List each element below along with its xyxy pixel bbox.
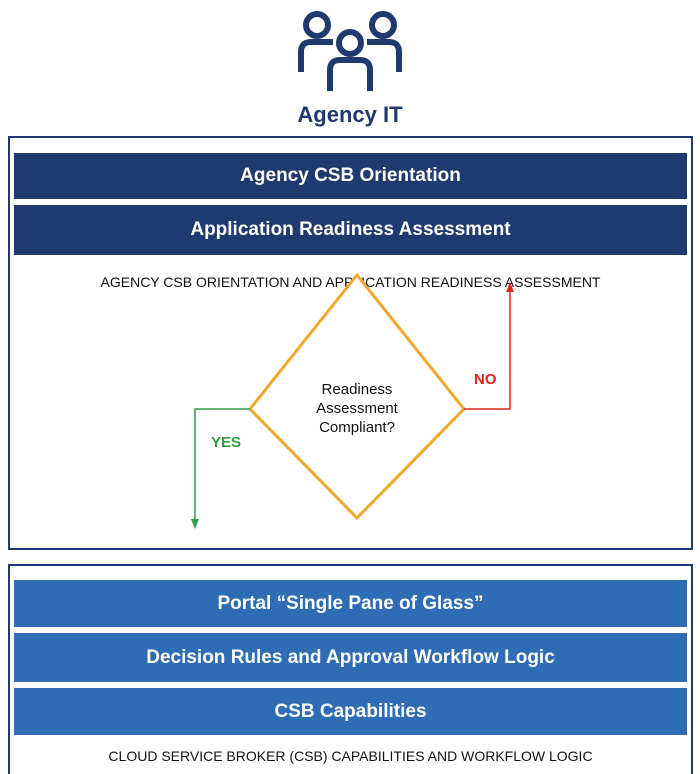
- decision-question-line: Assessment: [316, 400, 398, 417]
- portal-single-pane-bar: Portal “Single Pane of Glass”: [14, 580, 687, 627]
- decision-rules-workflow-bar: Decision Rules and Approval Workflow Log…: [14, 633, 687, 682]
- page-title: Agency IT: [297, 102, 403, 127]
- no-path-line: [464, 290, 511, 410]
- people-group-icon: [298, 11, 402, 91]
- decision-diamond: [247, 272, 467, 521]
- bottom-section-caption: CLOUD SERVICE BROKER (CSB) CAPABILITIES …: [108, 748, 593, 764]
- no-label: NO: [474, 371, 497, 388]
- yes-path-line: [194, 408, 250, 520]
- yes-arrow-icon: [191, 519, 199, 529]
- decision-question: Readiness Assessment Compliant?: [297, 380, 417, 437]
- csb-capabilities-bar: CSB Capabilities: [14, 688, 687, 735]
- decision-flow: [191, 272, 514, 529]
- decision-question-line: Readiness: [321, 381, 393, 398]
- decision-question-line: Compliant?: [319, 419, 395, 436]
- no-arrow-icon: [506, 282, 514, 292]
- yes-label: YES: [211, 434, 242, 451]
- application-readiness-assessment-bar: Application Readiness Assessment: [14, 205, 687, 255]
- agency-csb-orientation-bar: Agency CSB Orientation: [14, 153, 687, 199]
